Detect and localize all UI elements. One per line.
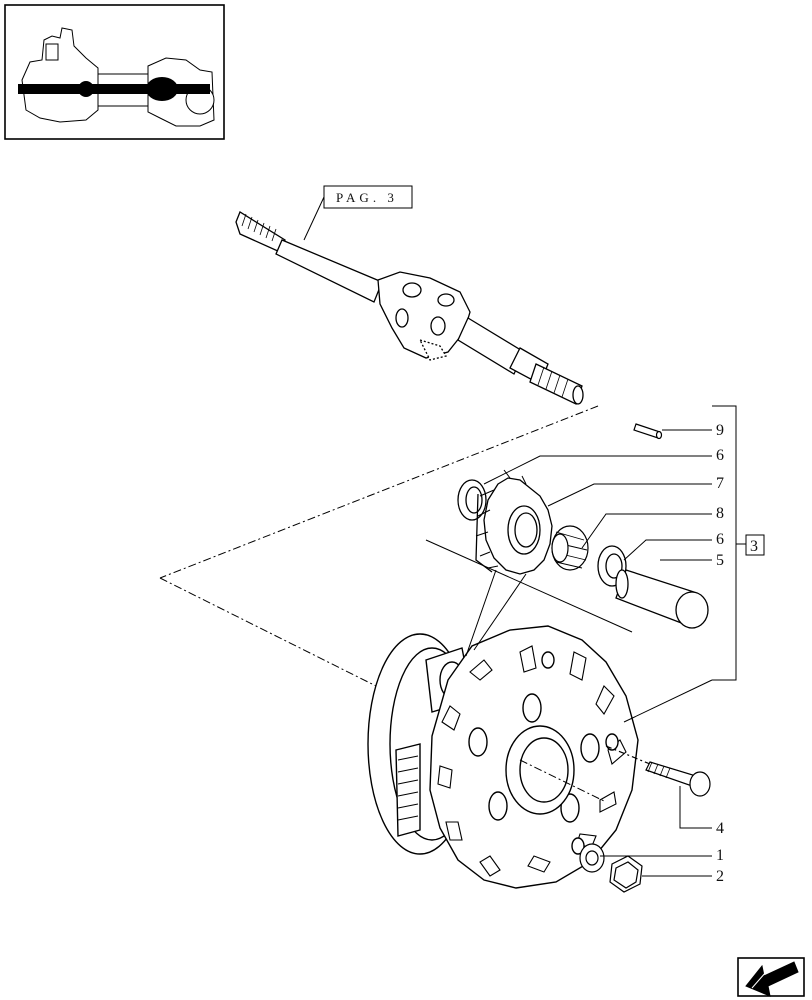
assembly-guide-lines (159, 405, 599, 691)
axle-overview-thumbnail[interactable] (4, 4, 225, 140)
gear-guide-lines (425, 539, 633, 657)
callout-8: 8 (716, 505, 724, 522)
hex-nut (609, 855, 643, 893)
axle-shaft (235, 211, 584, 405)
callout-numbers: 9 6 7 8 6 5 4 1 2 (716, 422, 724, 885)
roll-pin (633, 423, 663, 440)
callout-7: 7 (716, 475, 724, 492)
thrust-washer-upper (457, 479, 487, 521)
group-reference-label: 3 (750, 538, 758, 555)
planetary-carrier-hub (367, 625, 639, 889)
carrier-bolt (605, 745, 711, 797)
planet-pin (615, 569, 709, 629)
needle-bearing (551, 525, 589, 571)
callout-6-lower: 6 (716, 531, 724, 548)
callout-leaders (483, 405, 746, 877)
callout-5: 5 (716, 552, 724, 569)
callout-1: 1 (716, 847, 724, 864)
lock-washer (579, 843, 605, 873)
callout-9: 9 (716, 422, 724, 439)
page-reference[interactable]: PAG. 3 (303, 185, 413, 241)
page-reference-label: PAG. 3 (336, 190, 398, 205)
group-reference[interactable]: 3 (745, 534, 765, 556)
callout-6-upper: 6 (716, 447, 724, 464)
callout-4: 4 (716, 820, 724, 837)
planet-gear (475, 469, 553, 575)
return-arrow-icon[interactable] (737, 957, 805, 997)
callout-2: 2 (716, 868, 724, 885)
